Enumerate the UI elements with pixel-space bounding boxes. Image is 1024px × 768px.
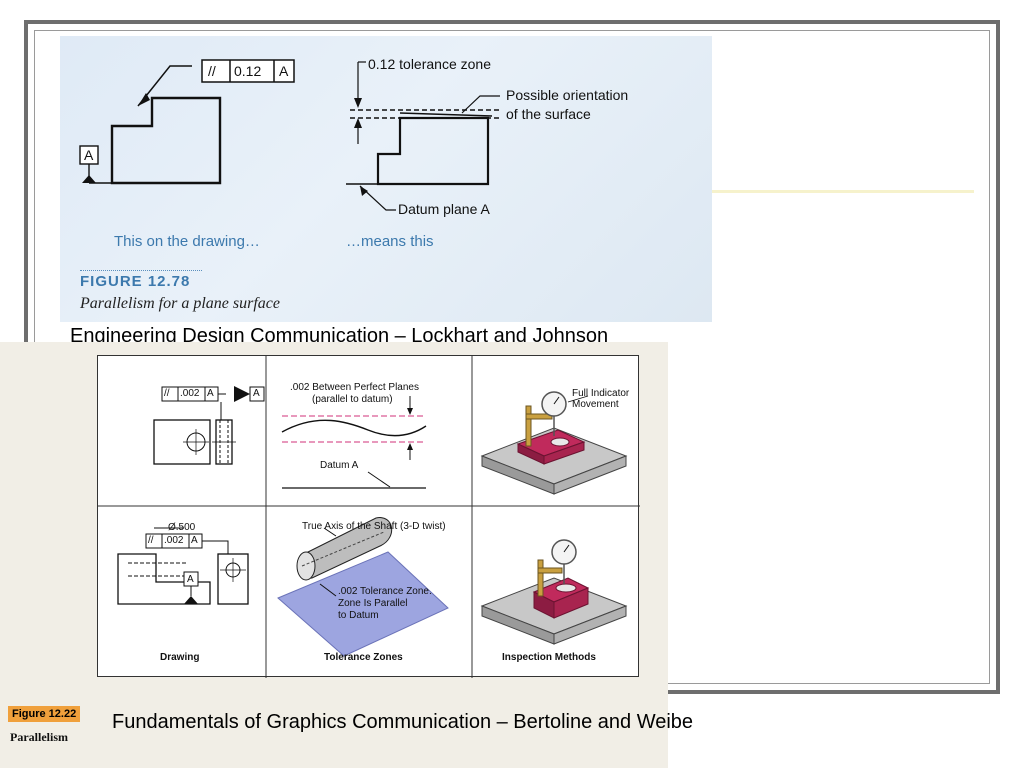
fcf-tolerance-value: 0.12 [234,63,262,79]
parallel-to-datum-label: (parallel to datum) [312,394,393,405]
highlight-line [712,190,974,193]
tolerance-zone-label: 0.12 tolerance zone [368,56,491,72]
fcf1-datum: A [207,388,214,399]
caption-on-drawing: This on the drawing… [114,233,260,250]
between-planes-label: .002 Between Perfect Planes [290,382,419,393]
zone-line-3: to Datum [338,610,379,621]
datum-box-2-label: A [187,574,194,585]
caption-bertoline-weibe: Fundamentals of Graphics Communication –… [112,711,694,733]
true-axis-label: True Axis of the Shaft (3-D twist) [302,521,446,532]
datum-a-label: Datum A [320,460,359,471]
figure-1-title: Parallelism for a plane surface [80,295,280,312]
of-surface-label: of the surface [506,106,591,122]
zone-line-1: .002 Tolerance Zone. [338,586,432,597]
fcf-parallel-symbol: // [208,63,216,79]
fcf-datum-ref: A [279,63,289,79]
figure-2-subtitle: Parallelism [10,730,68,744]
zone-line-2: Zone Is Parallel [338,598,408,609]
figure-1-number: FIGURE 12.78 [80,273,191,290]
diameter-label: Ø.500 [168,522,196,533]
possible-orientation-label: Possible orientation [506,87,629,103]
figure-2-parallelism-table: // .002 A A .002 Between Perfect Planes … [97,355,640,678]
movement-label: Movement [572,399,619,410]
figure-2-badge: Figure 12.22 [8,706,81,722]
fcf2-symbol: // [148,535,154,546]
caption-lockhart-johnson: Engineering Design Communication – Lockh… [70,325,609,347]
column-inspection-label: Inspection Methods [502,652,596,663]
datum-box-label: A [84,147,94,163]
figure-1-drawing [79,59,500,211]
fcf2-value: .002 [164,535,184,546]
figure-2-drawing [98,356,640,678]
full-indicator-label: Full Indicator [572,388,630,399]
column-drawing-label: Drawing [160,652,200,663]
fcf1-symbol: // [164,388,170,399]
figure-1-parallelism-plane-surface: // 0.12 A A 0.12 tolerance zone Possible… [60,36,712,322]
caption-means-this: …means this [346,233,434,250]
fcf2-datum: A [191,535,198,546]
fcf1-value: .002 [180,388,200,399]
column-tolerance-label: Tolerance Zones [324,652,403,663]
datum-plane-label: Datum plane A [398,201,490,217]
datum-flag-label: A [253,388,260,399]
figure-rule [80,270,202,271]
